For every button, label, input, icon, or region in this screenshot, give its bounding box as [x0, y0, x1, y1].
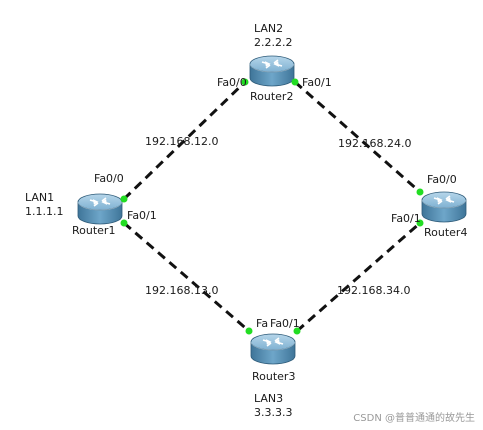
port-label-r2-fa01: Fa0/1	[302, 76, 332, 89]
network-label-r1-r3: 192.168.13.0	[145, 284, 219, 297]
port-label-r3-fa: Fa	[256, 317, 269, 330]
link-r3-r4	[296, 221, 421, 333]
router2-icon	[249, 55, 295, 87]
port-label-r3-fa01: Fa0/1	[270, 317, 300, 330]
port-dot-r1-fa01	[120, 219, 128, 227]
port-label-r4-fa01: Fa0/1	[391, 212, 421, 225]
port-dot-r3-fa01	[293, 327, 301, 335]
network-label-r1-r2: 192.168.12.0	[145, 135, 219, 148]
port-dot-r4-fa00	[416, 188, 424, 196]
network-label-r3-r4: 192.168.34.0	[337, 284, 411, 297]
lan3-name: LAN3	[254, 392, 284, 405]
port-dot-r1-fa00	[120, 195, 128, 203]
lan2-name: LAN2	[254, 22, 284, 35]
lan1-ip: 1.1.1.1	[25, 205, 64, 218]
watermark-text: CSDN @普普通通的故先生	[353, 413, 475, 424]
router1-icon	[77, 193, 123, 225]
router4-label[interactable]: Router4	[424, 226, 468, 239]
port-dot-r2-fa00	[241, 78, 249, 86]
router3-label[interactable]: Router3	[252, 370, 296, 383]
port-label-r4-fa00: Fa0/0	[427, 173, 457, 186]
port-dot-r4-fa01	[416, 219, 424, 227]
port-label-r2-fa00: Fa0/0	[217, 76, 247, 89]
link-r1-r2	[122, 80, 247, 201]
port-label-r1-fa01: Fa0/1	[127, 209, 157, 222]
lan2-ip: 2.2.2.2	[254, 36, 293, 49]
link-r1-r3	[123, 221, 250, 333]
router3-icon	[250, 333, 296, 365]
port-dot-r3-fa	[245, 327, 253, 335]
port-label-r1-fa00: Fa0/0	[94, 172, 124, 185]
port-dot-r2-fa01	[291, 78, 299, 86]
router2-label[interactable]: Router2	[250, 90, 294, 103]
link-r2-r4	[294, 80, 421, 194]
router4-icon	[421, 191, 467, 223]
router1-label[interactable]: Router1	[72, 224, 116, 237]
lan1-name: LAN1	[25, 191, 55, 204]
network-label-r2-r4: 192.168.24.0	[338, 137, 412, 150]
lan3-ip: 3.3.3.3	[254, 406, 293, 419]
